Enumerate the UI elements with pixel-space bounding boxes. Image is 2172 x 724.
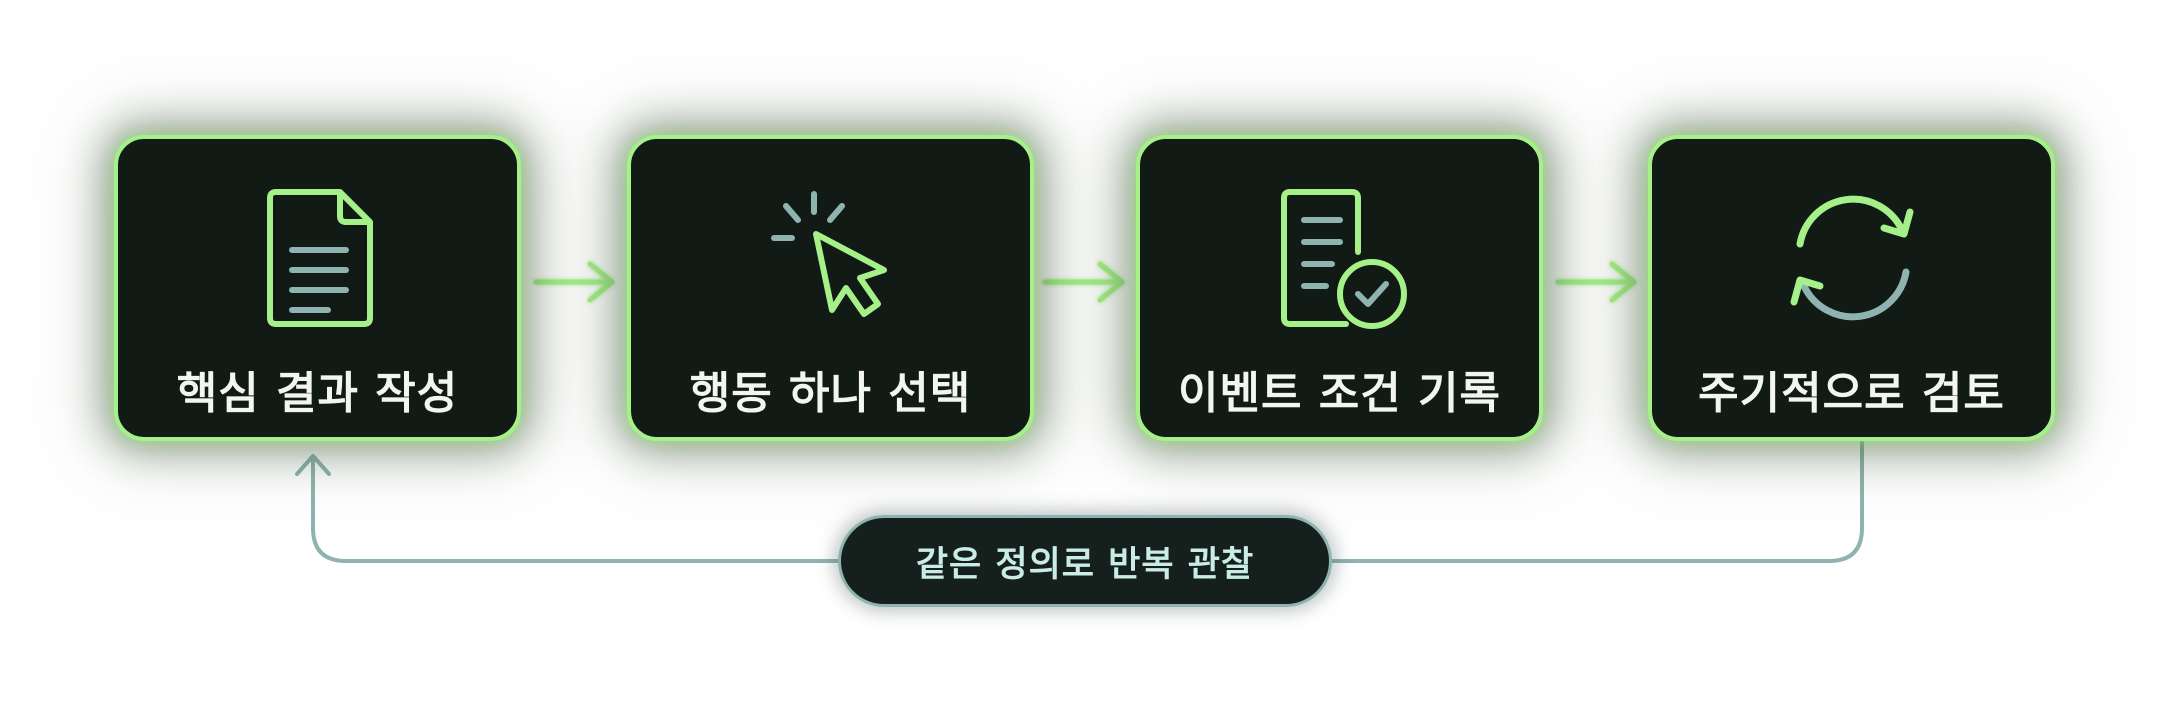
click-cursor-icon [631,177,1030,337]
step-4-label: 주기적으로 검토 [1698,368,2005,419]
loop-label-pill: 같은 정의로 반복 관찰 [838,515,1332,607]
loop-line-right [1330,441,1864,563]
step-1-box: 핵심 결과 작성 [114,135,521,441]
loop-arrowhead [295,454,331,476]
step-2-box: 행동 하나 선택 [627,135,1034,441]
arrow-step1-to-step2 [533,261,615,303]
document-icon [118,177,517,337]
document-check-icon [1140,177,1539,337]
refresh-cycle-icon [1652,177,2051,337]
step-3-box: 이벤트 조건 기록 [1136,135,1543,441]
step-1-label: 핵심 결과 작성 [176,368,459,419]
step-3-label: 이벤트 조건 기록 [1178,368,1501,419]
loop-label: 같은 정의로 반복 관찰 [915,544,1255,585]
step-4-box: 주기적으로 검토 [1648,135,2055,441]
step-2-label: 행동 하나 선택 [689,368,972,419]
arrow-step3-to-step4 [1555,261,1637,303]
loop-line-left [311,458,840,563]
arrow-step2-to-step3 [1042,261,1125,303]
